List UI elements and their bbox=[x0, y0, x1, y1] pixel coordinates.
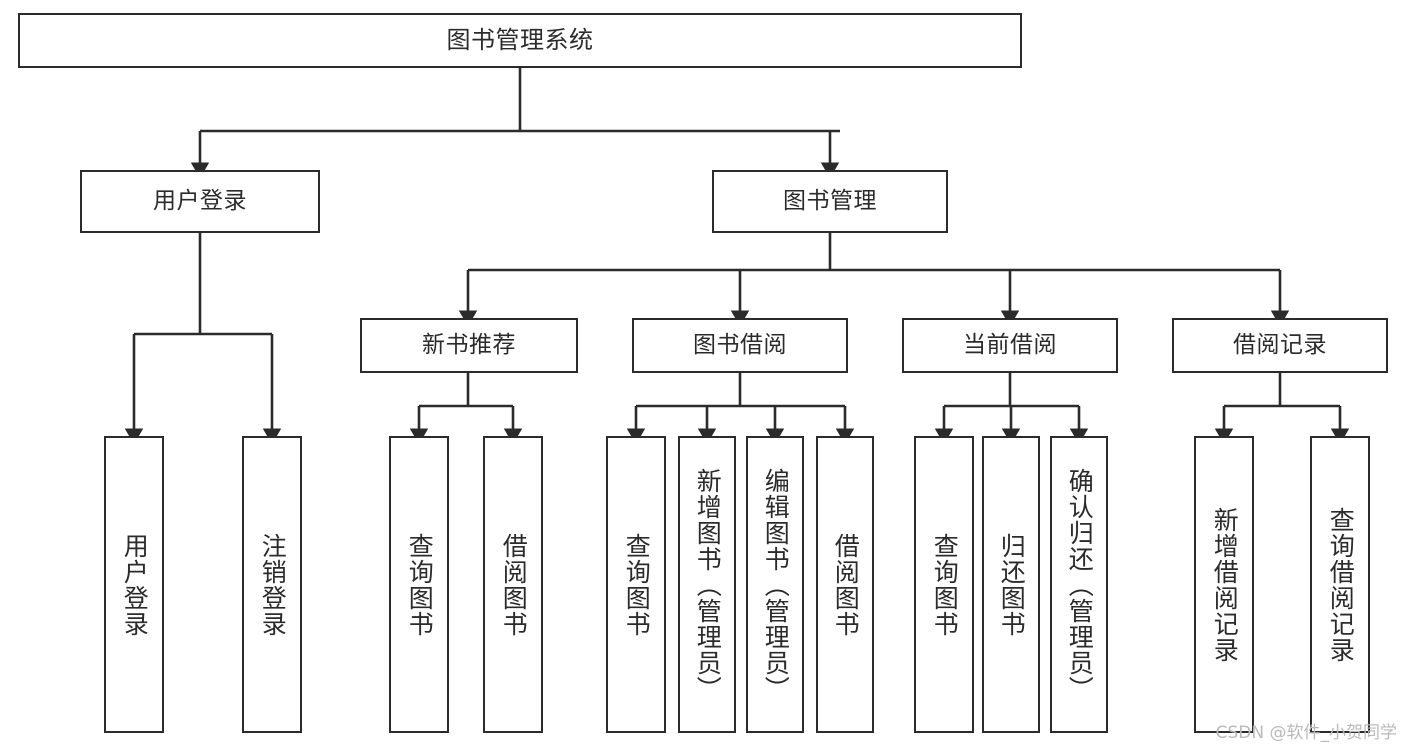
node-label: 查询借阅记录 bbox=[1326, 506, 1356, 663]
node-leaf-add-record[interactable]: 新增借阅记录 bbox=[1194, 436, 1254, 733]
node-label: 新增借阅记录 bbox=[1210, 506, 1240, 663]
node-label: 查询图书 bbox=[622, 532, 652, 637]
node-leaf-add-book[interactable]: 新增图书（管理员） bbox=[678, 436, 736, 733]
node-leaf-user-logout[interactable]: 注销登录 bbox=[242, 436, 302, 733]
node-leaf-query-book-3[interactable]: 查询图书 bbox=[914, 436, 974, 733]
node-book-manage[interactable]: 图书管理 bbox=[712, 170, 948, 233]
node-label: 借阅记录 bbox=[1233, 331, 1327, 358]
node-leaf-query-book-2[interactable]: 查询图书 bbox=[606, 436, 666, 733]
node-leaf-edit-book[interactable]: 编辑图书（管理员） bbox=[746, 436, 804, 733]
node-book-borrow[interactable]: 图书借阅 bbox=[632, 318, 848, 373]
node-label: 当前借阅 bbox=[963, 331, 1057, 358]
node-new-book-recommend[interactable]: 新书推荐 bbox=[360, 318, 578, 373]
node-label: 图书借阅 bbox=[693, 331, 787, 358]
node-leaf-borrow-book-2[interactable]: 借阅图书 bbox=[816, 436, 874, 733]
node-label: 借阅图书 bbox=[831, 532, 861, 637]
node-leaf-query-record[interactable]: 查询借阅记录 bbox=[1310, 436, 1370, 733]
node-leaf-confirm-return[interactable]: 确认归还（管理员） bbox=[1050, 436, 1108, 733]
node-root-system[interactable]: 图书管理系统 bbox=[18, 13, 1022, 68]
node-label: 图书管理系统 bbox=[446, 26, 594, 55]
node-leaf-user-login[interactable]: 用户登录 bbox=[104, 436, 164, 733]
node-label: 查询图书 bbox=[930, 532, 960, 637]
node-label: 图书管理 bbox=[783, 187, 877, 214]
node-label: 新增图书（管理员） bbox=[693, 467, 723, 702]
node-leaf-borrow-book-1[interactable]: 借阅图书 bbox=[483, 436, 543, 733]
node-user-login[interactable]: 用户登录 bbox=[80, 170, 320, 233]
node-label: 用户登录 bbox=[153, 187, 247, 214]
node-current-borrow[interactable]: 当前借阅 bbox=[902, 318, 1118, 373]
node-leaf-return-book[interactable]: 归还图书 bbox=[982, 436, 1040, 733]
node-label: 借阅图书 bbox=[499, 532, 529, 637]
watermark-text: CSDN @软件_小贺同学 bbox=[1215, 723, 1397, 743]
node-label: 查询图书 bbox=[405, 532, 435, 637]
node-label: 注销登录 bbox=[258, 532, 288, 637]
node-label: 确认归还（管理员） bbox=[1065, 467, 1095, 702]
node-leaf-query-book-1[interactable]: 查询图书 bbox=[389, 436, 449, 733]
node-label: 归还图书 bbox=[997, 532, 1027, 637]
node-borrow-record[interactable]: 借阅记录 bbox=[1172, 318, 1388, 373]
node-label: 用户登录 bbox=[120, 532, 150, 637]
node-label: 编辑图书（管理员） bbox=[761, 467, 791, 702]
node-label: 新书推荐 bbox=[422, 331, 516, 358]
